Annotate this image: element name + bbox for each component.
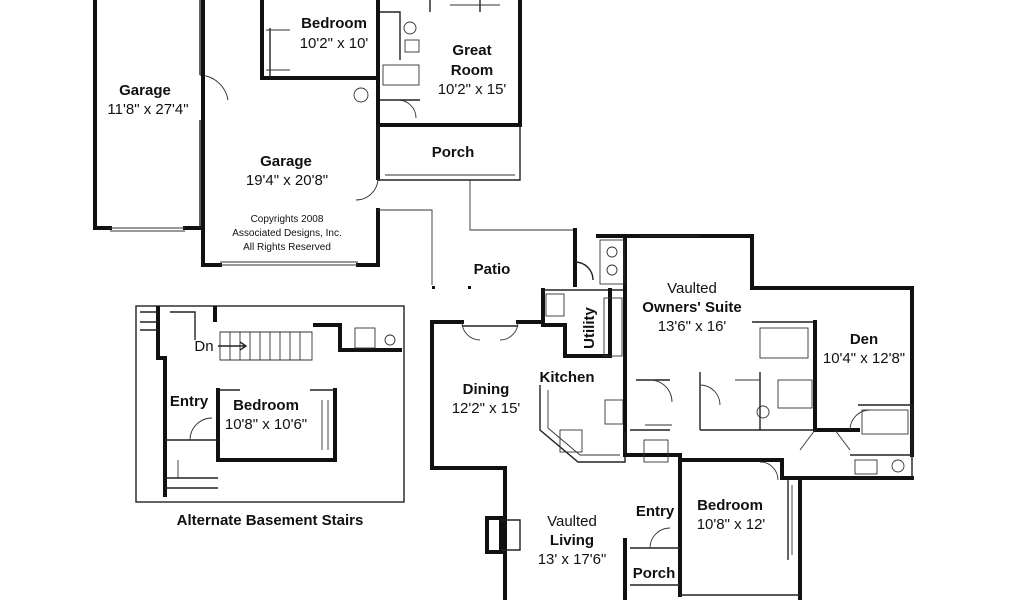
porch-top-name: Porch <box>432 144 475 161</box>
bedroom-right-dims: 10'8" x 12' <box>697 516 766 533</box>
copyright-line3: All Rights Reserved <box>243 242 331 253</box>
utility-name: Utility <box>581 307 598 349</box>
great-room-name-1: Great <box>452 42 491 59</box>
garage-left <box>93 0 229 232</box>
copyright-line2: Associated Designs, Inc. <box>232 228 342 239</box>
living-dims: 13' x 17'6" <box>538 551 607 568</box>
bedroom-right-name: Bedroom <box>697 497 763 514</box>
owners-suite-line1: Vaulted <box>667 280 717 297</box>
kitchen-name: Kitchen <box>539 369 594 386</box>
bedroom-right <box>678 458 914 600</box>
copyright-line1: Copyrights 2008 <box>251 214 324 225</box>
dining-dims: 12'2" x 15' <box>452 400 521 417</box>
patio-name: Patio <box>474 261 511 278</box>
bedroom-top-dims: 10'2" x 10' <box>300 35 369 52</box>
bedroom-top <box>260 0 420 127</box>
den-name: Den <box>850 331 878 348</box>
den-dims: 10'4" x 12'8" <box>823 350 905 367</box>
owners-suite-line2: Owners' Suite <box>642 299 741 316</box>
living-line2: Living <box>550 532 594 549</box>
entry-porch <box>623 424 682 597</box>
den <box>799 320 913 478</box>
garage-main-dims: 19'4" x 20'8" <box>246 172 328 189</box>
garage-left-dims: 11'8" x 27'4" <box>107 101 188 118</box>
garage-left-name: Garage <box>119 82 171 99</box>
living <box>485 466 627 600</box>
great-room-dims: 10'2" x 15' <box>438 81 507 98</box>
great-room-name-2: Room <box>451 62 494 79</box>
dining <box>430 320 545 600</box>
owners-suite-dims: 13'6" x 16' <box>658 318 727 335</box>
garage-main-name: Garage <box>260 153 312 170</box>
inset-bedroom-name: Bedroom <box>233 397 299 414</box>
porch-bottom-name: Porch <box>633 565 676 582</box>
inset-bedroom-dims: 10'8" x 10'6" <box>225 416 307 433</box>
patio-markers <box>432 286 471 289</box>
inset-caption: Alternate Basement Stairs <box>177 512 364 529</box>
inset-entry: Entry <box>170 393 209 410</box>
dining-name: Dining <box>463 381 510 398</box>
inset-frame <box>135 305 405 503</box>
labels: Garage 11'8" x 27'4" Garage 19'4" x 20'8… <box>107 15 905 582</box>
owners-suite <box>623 234 914 457</box>
living-line1: Vaulted <box>547 513 597 530</box>
porch-top <box>377 125 575 285</box>
entry-main-name: Entry <box>636 503 675 520</box>
bedroom-top-name: Bedroom <box>301 15 367 32</box>
inset-dn-label: Dn <box>194 338 213 355</box>
